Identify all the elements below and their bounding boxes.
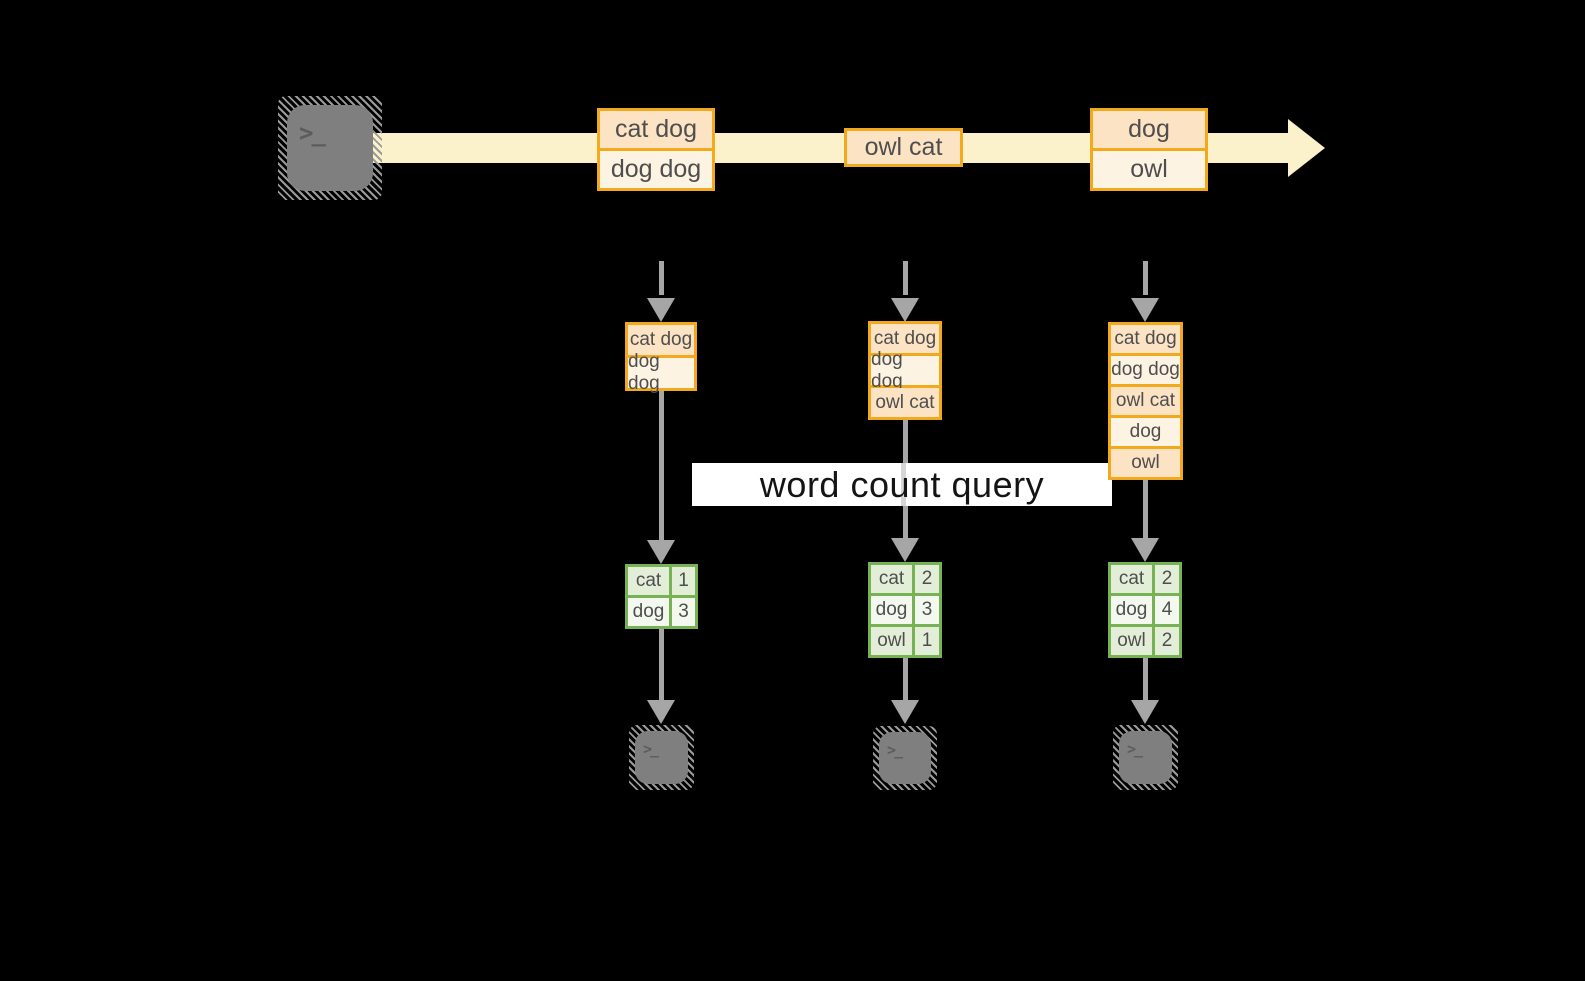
output-arrowhead-1 [647,700,675,724]
count-word: owl [871,627,912,655]
output-arrowhead-3 [1131,700,1159,724]
count-word: owl [1111,627,1152,655]
terminal-prompt-icon: >_ [1127,740,1143,758]
terminal-icon-body: >_ [635,731,688,784]
buffer-row: cat dog [871,324,939,353]
stream-event-batch-3: dog owl [1090,108,1208,191]
buffer-row: dog dog [871,349,939,392]
terminal-prompt-icon: >_ [887,741,903,759]
ingest-arrowhead-3 [1131,298,1159,322]
terminal-icon: >_ [1113,725,1178,790]
count-word: dog [871,596,912,624]
event-buffer-1: cat dog dog dog [625,322,697,394]
count-table-1: cat 1 dog 3 [625,564,698,629]
count-word: cat [628,567,669,595]
buffer-row: owl cat [871,388,939,417]
count-table-2: cat 2 dog 3 owl 1 [868,562,942,658]
event-line: dog dog [600,151,712,188]
buffer-row: cat dog [628,325,694,355]
count-word: dog [628,598,669,626]
event-line: owl cat [847,131,960,164]
count-word: cat [1111,565,1152,593]
terminal-icon: >_ [629,725,694,790]
ingest-arrowhead-1 [647,298,675,322]
stream-event-batch-1: cat dog dog dog [597,108,715,191]
count-value: 1 [672,567,695,595]
event-line: owl [1093,151,1205,188]
buffer-row: dog dog [628,351,694,394]
terminal-prompt-icon: >_ [643,740,659,758]
event-buffer-2: cat dog dog dog owl cat [868,321,942,420]
count-value: 2 [915,565,939,593]
query-arrowhead-2 [891,538,919,562]
buffer-row: owl [1111,449,1180,477]
terminal-prompt-icon: >_ [299,119,326,147]
count-value: 2 [1155,565,1179,593]
count-table-3: cat 2 dog 4 owl 2 [1108,562,1182,658]
query-arrow-3 [1143,480,1148,538]
buffer-row: owl cat [1111,387,1180,415]
count-value: 4 [1155,596,1179,624]
terminal-icon: >_ [278,96,382,200]
arrow-through-banner [901,463,906,506]
query-arrowhead-1 [647,540,675,564]
event-line: dog [1093,111,1205,148]
ingest-dash-1 [659,261,664,295]
ingest-arrowhead-2 [891,298,919,322]
buffer-row: dog [1111,418,1180,446]
ingest-dash-3 [1143,261,1148,295]
terminal-icon-body: >_ [287,105,373,191]
count-value: 3 [672,598,695,626]
buffer-row: dog dog [1111,356,1180,384]
stream-arrowhead [1288,119,1325,177]
query-arrow-1 [659,391,664,540]
query-banner: word count query [692,463,1112,506]
output-arrow-2 [903,658,908,700]
terminal-icon-body: >_ [879,732,931,784]
buffer-row: cat dog [1111,325,1180,353]
event-line: cat dog [600,111,712,148]
stream-event-batch-2: owl cat [844,128,963,167]
count-value: 3 [915,596,939,624]
count-word: cat [871,565,912,593]
ingest-dash-2 [903,261,908,295]
count-value: 2 [1155,627,1179,655]
output-arrowhead-2 [891,700,919,724]
event-buffer-3: cat dog dog dog owl cat dog owl [1108,322,1183,480]
output-arrow-3 [1143,658,1148,700]
terminal-icon-body: >_ [1119,731,1172,784]
count-word: dog [1111,596,1152,624]
count-value: 1 [915,627,939,655]
query-arrowhead-3 [1131,538,1159,562]
query-banner-label: word count query [759,463,1045,505]
terminal-icon: >_ [873,726,937,790]
output-arrow-1 [659,629,664,700]
